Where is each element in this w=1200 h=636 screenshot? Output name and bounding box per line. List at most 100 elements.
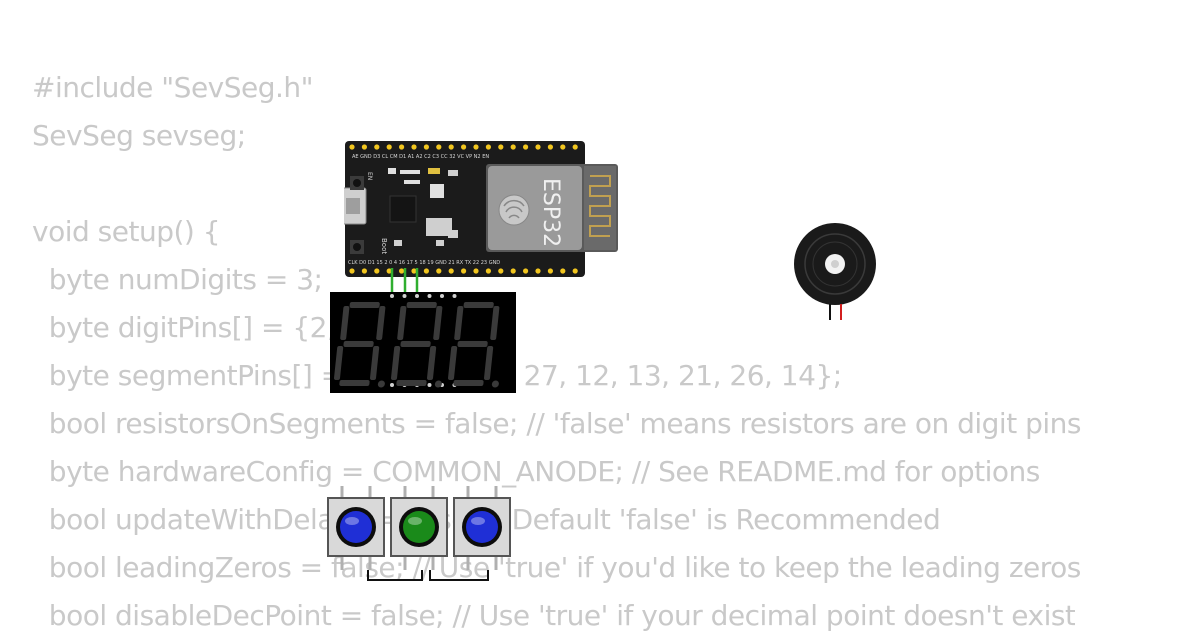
button-highlight [471, 517, 485, 525]
code-line: SevSeg sevseg; [32, 119, 246, 152]
buzzer-opening-center [831, 260, 839, 268]
decimal-point [491, 380, 499, 388]
display-pin[interactable] [390, 294, 394, 298]
smd-resistor [400, 170, 420, 174]
display-pin[interactable] [402, 294, 407, 298]
segment [427, 346, 437, 380]
segment [453, 380, 484, 386]
segment [457, 341, 488, 347]
pin-header-pin[interactable] [473, 144, 479, 150]
buzzer[interactable] [792, 222, 880, 322]
pin-header-pin[interactable] [473, 268, 479, 274]
rf-shield [488, 166, 582, 250]
segment [396, 380, 427, 386]
usb-port-inner [346, 198, 360, 214]
display-pin[interactable] [390, 383, 394, 387]
segment [448, 346, 458, 380]
decimal-point [434, 380, 442, 388]
pin-header-pin[interactable] [374, 144, 380, 150]
segment [433, 306, 443, 340]
pin-header-pin[interactable] [572, 268, 578, 274]
segment [334, 346, 344, 380]
push-button[interactable] [390, 486, 448, 570]
pin-header-pin[interactable] [349, 144, 355, 150]
pin-header-pin[interactable] [349, 268, 355, 274]
pin-header-pin[interactable] [523, 144, 529, 150]
smd-crystal [430, 184, 444, 198]
esp32-board[interactable]: AE GND D3 CL CM D1 A1 A2 C2 C3 CC 32 VC … [344, 140, 620, 280]
button-cap[interactable] [340, 511, 372, 543]
pin-header-pin[interactable] [461, 144, 467, 150]
pin-header-pin[interactable] [560, 268, 566, 274]
pin-header-pin[interactable] [572, 144, 578, 150]
smd-capacitor [448, 170, 458, 176]
display-pin[interactable] [427, 294, 432, 298]
wire-black[interactable] [367, 570, 489, 581]
smd-resistor [394, 240, 402, 246]
code-line: void setup() { [32, 215, 221, 248]
segment [397, 306, 407, 340]
pin-header-pin[interactable] [560, 144, 566, 150]
pin-header-pin[interactable] [510, 144, 516, 150]
regulator [426, 218, 452, 236]
segment [339, 380, 370, 386]
button-cap[interactable] [403, 511, 435, 543]
pin-header-pin[interactable] [485, 268, 491, 274]
pin-header-pin[interactable] [510, 268, 516, 274]
pin-header-pin[interactable] [535, 268, 541, 274]
pin-header-pin[interactable] [423, 144, 429, 150]
buzzer-ring [804, 233, 866, 295]
smd-capacitor [428, 168, 440, 174]
pin-header-pin[interactable] [436, 144, 442, 150]
pin-header-pin[interactable] [448, 268, 454, 274]
pin-header-pin[interactable] [374, 268, 380, 274]
pin-header-pin[interactable] [498, 268, 504, 274]
wires [390, 268, 419, 296]
pin-header-pin[interactable] [448, 144, 454, 150]
button-cap[interactable] [466, 511, 498, 543]
display-digits [334, 302, 500, 388]
pin-header-pin[interactable] [399, 144, 405, 150]
digit [391, 302, 443, 388]
pin-header-pin[interactable] [411, 144, 417, 150]
push-button[interactable] [453, 486, 511, 570]
pcb-antenna [589, 175, 611, 237]
pin-header-pin[interactable] [386, 144, 392, 150]
en-label: EN [366, 172, 373, 180]
seven-segment-display[interactable] [330, 292, 518, 394]
pin-header-pin[interactable] [423, 268, 429, 274]
pin-header-pin[interactable] [547, 144, 553, 150]
pin-header-pin[interactable] [361, 144, 367, 150]
pin-header-pin[interactable] [523, 268, 529, 274]
pin-header-pin[interactable] [498, 144, 504, 150]
segment [340, 306, 350, 340]
push-buttons [327, 486, 511, 581]
display-pin[interactable] [427, 383, 432, 387]
en-button-cap [353, 179, 361, 187]
pin-header-pin[interactable] [411, 268, 417, 274]
pin-header-pin[interactable] [386, 268, 392, 274]
pin-header-pin[interactable] [461, 268, 467, 274]
boot-button-cap [353, 243, 361, 251]
antenna-area [584, 166, 616, 250]
pin-header-pin[interactable] [547, 268, 553, 274]
segment [454, 306, 464, 340]
code-line: #include "SevSeg.h" [32, 71, 314, 104]
pin-header-pin[interactable] [361, 268, 367, 274]
code-line: bool disableDecPoint = false; // Use 'tr… [32, 599, 1076, 632]
pin-header-pin[interactable] [535, 144, 541, 150]
button-highlight [408, 517, 422, 525]
digit [334, 302, 386, 388]
push-button[interactable] [327, 486, 385, 570]
display-pin[interactable] [415, 294, 419, 298]
pin-header-pin[interactable] [399, 268, 405, 274]
display-pin[interactable] [452, 294, 457, 298]
display-pin[interactable] [440, 294, 444, 298]
segment [349, 302, 380, 308]
pin-header-pin[interactable] [436, 268, 442, 274]
code-line: bool resistorsOnSegments = false; // 'fa… [32, 407, 1081, 440]
decimal-point [377, 380, 385, 388]
button-highlight [345, 517, 359, 525]
pin-header-pin[interactable] [485, 144, 491, 150]
